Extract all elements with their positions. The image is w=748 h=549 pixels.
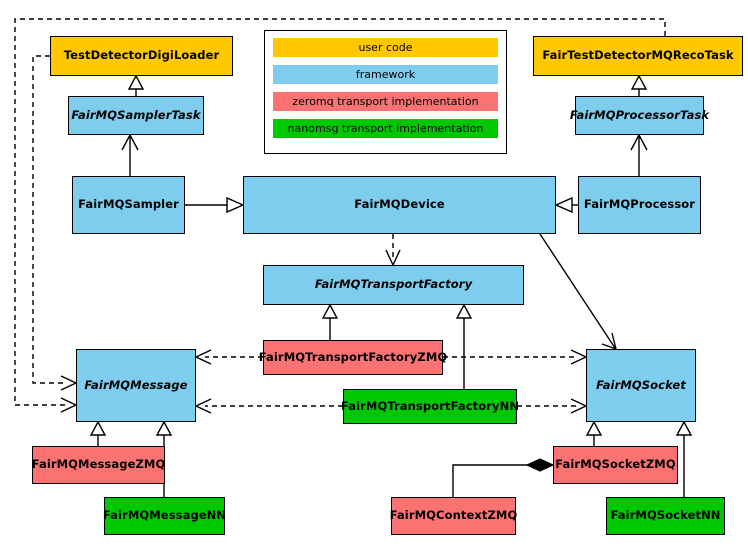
- class-box-label: FairMQTransportFactoryZMQ: [258, 349, 448, 364]
- edge-tfzmq-to-message: [194, 349, 263, 365]
- legend-item-user-code: user code: [273, 38, 498, 57]
- class-box-label: FairMQMessageZMQ: [31, 457, 166, 472]
- class-box-label: FairMQMessage: [84, 377, 188, 392]
- class-box-FairMQSocketNN[interactable]: FairMQSocketNN: [606, 497, 725, 535]
- edge-tfnn-to-message: [194, 398, 343, 414]
- edge-processor-to-processortask: [630, 133, 648, 176]
- class-box-label: FairMQSocketZMQ: [555, 457, 676, 472]
- edge-tfnn-to-tf: [455, 303, 473, 389]
- class-box-label: FairMQProcessor: [583, 197, 696, 212]
- class-box-label: FairMQSocketNN: [610, 508, 721, 523]
- class-box-label: FairMQTransportFactory: [314, 277, 473, 292]
- class-box-FairMQTransportFactory[interactable]: FairMQTransportFactory: [263, 265, 524, 305]
- legend-panel: user code framework zeromq transport imp…: [264, 30, 507, 154]
- edge-device-to-transportfactory: [385, 234, 401, 267]
- class-box-FairMQSamplerTask[interactable]: FairMQSamplerTask: [68, 96, 204, 135]
- edge-sampler-to-device: [185, 196, 245, 214]
- class-box-label: FairMQProcessorTask: [569, 107, 710, 122]
- edge-device-to-socket: [539, 233, 617, 351]
- edge-tfnn-to-socket: [517, 398, 588, 414]
- class-box-FairMQMessage[interactable]: FairMQMessage: [76, 349, 196, 422]
- class-box-FairMQMessageNN[interactable]: FairMQMessageNN: [102, 497, 227, 535]
- legend-item-nanomsg: nanomsg transport implementation: [273, 119, 498, 138]
- class-box-FairMQTransportFactoryNN[interactable]: FairMQTransportFactoryNN: [340, 389, 520, 424]
- class-box-FairMQMessageZMQ[interactable]: FairMQMessageZMQ: [32, 446, 165, 484]
- class-box-label: FairMQSampler: [78, 197, 179, 212]
- legend-label-user-code: user code: [358, 41, 413, 54]
- class-box-FairMQTransportFactoryZMQ[interactable]: FairMQTransportFactoryZMQ: [259, 340, 447, 375]
- edge-tfzmq-to-socket: [443, 349, 588, 365]
- edge-processor-to-device: [554, 196, 578, 214]
- edge-tfzmq-to-tf: [321, 303, 339, 340]
- class-box-label: FairMQSocket: [596, 377, 686, 392]
- class-box-TestDetectorDigiLoader[interactable]: TestDetectorDigiLoader: [50, 36, 233, 76]
- legend-label-zeromq: zeromq transport implementation: [292, 95, 479, 108]
- class-box-label: FairMQSamplerTask: [71, 107, 201, 122]
- class-box-label: FairTestDetectorMQRecoTask: [542, 48, 734, 63]
- edge-processortask-to-recotask: [630, 74, 648, 96]
- edge-samplertask-to-digiloader: [127, 74, 145, 96]
- legend-label-nanomsg: nanomsg transport implementation: [287, 122, 484, 135]
- edge-socketzmq-to-socket: [585, 420, 603, 446]
- edge-messagezmq-to-message: [89, 420, 107, 446]
- class-box-FairMQProcessorTask[interactable]: FairMQProcessorTask: [570, 96, 709, 135]
- legend-item-zeromq: zeromq transport implementation: [273, 92, 498, 111]
- class-box-FairMQSocketZMQ[interactable]: FairMQSocketZMQ: [553, 446, 678, 484]
- class-box-label: TestDetectorDigiLoader: [63, 48, 220, 63]
- edge-contextzmq-to-socketzmq: [452, 458, 555, 497]
- class-box-FairMQProcessor[interactable]: FairMQProcessor: [578, 176, 701, 234]
- class-box-FairMQDevice[interactable]: FairMQDevice: [243, 176, 556, 234]
- class-box-label: FairMQTransportFactoryNN: [340, 398, 520, 413]
- edge-sampler-to-samplertask: [121, 133, 139, 176]
- class-box-label: FairMQDevice: [354, 197, 445, 212]
- class-box-FairMQSampler[interactable]: FairMQSampler: [72, 176, 185, 234]
- class-box-FairMQSocket[interactable]: FairMQSocket: [586, 349, 696, 422]
- legend-label-framework: framework: [355, 68, 416, 81]
- class-box-FairMQContextZMQ[interactable]: FairMQContextZMQ: [389, 497, 518, 535]
- class-box-label: FairMQMessageNN: [102, 508, 227, 523]
- class-box-label: FairMQContextZMQ: [389, 508, 518, 523]
- class-box-FairTestDetectorMQRecoTask[interactable]: FairTestDetectorMQRecoTask: [533, 36, 743, 76]
- edge-socketnn-to-socket: [675, 420, 693, 497]
- legend-item-framework: framework: [273, 65, 498, 84]
